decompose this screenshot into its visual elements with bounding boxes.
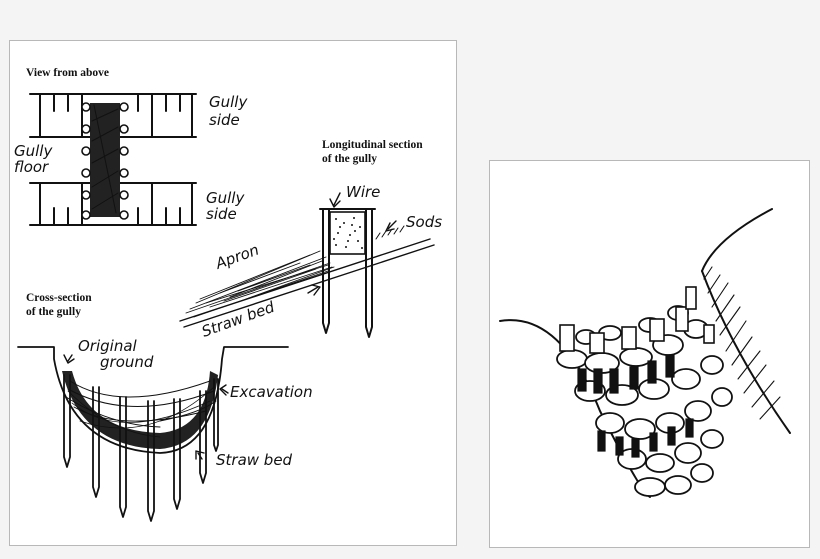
gully-top-edge <box>701 208 773 272</box>
longitudinal-stakes <box>319 208 376 338</box>
gully-right-bank <box>701 270 791 434</box>
straw-strands <box>65 380 217 428</box>
original-ground-label-2: ground <box>100 353 154 371</box>
sods-label: Sods <box>406 213 442 231</box>
stone-diagram-canvas <box>499 208 791 498</box>
apron-straw <box>185 250 335 318</box>
gully-side-top-label-1: Gully <box>209 93 248 111</box>
slope-lines <box>179 238 435 328</box>
gully-side-bottom-label-1: Gully <box>206 189 245 207</box>
original-ground-label-1: Original <box>78 337 138 355</box>
longitudinal-label-2: of the gully <box>322 153 377 165</box>
diagram-canvas: View from above <box>14 67 442 522</box>
gully-floor-label-1: Gully <box>14 142 53 160</box>
cross-section-label-1: Cross-section <box>26 292 92 304</box>
excavation-label: Excavation <box>230 383 313 401</box>
longitudinal-section: Longitudinal section of the gully <box>179 139 442 341</box>
gully-side-top-hatch <box>29 93 197 138</box>
gully-side-bottom-hatch <box>29 182 197 226</box>
sods-ticks <box>375 225 405 240</box>
bale-texture <box>333 217 363 249</box>
gully-side-top-label-2: side <box>209 111 240 129</box>
cross-section: Cross-section of the gully <box>17 292 313 522</box>
cross-section-label-2: of the gully <box>26 306 81 318</box>
straw-bed-cross-label: Straw bed <box>216 451 293 469</box>
gully-side-bottom-label-2: side <box>206 205 237 223</box>
ground-profile <box>17 346 289 454</box>
longitudinal-label-1: Longitudinal section <box>322 139 423 151</box>
straw-bed-fill <box>62 371 218 449</box>
view-from-above-label: View from above <box>26 67 109 79</box>
apron-label: Apron <box>212 241 261 274</box>
straw-bale-section <box>329 211 366 255</box>
cross-stakes <box>63 374 219 522</box>
stone-check-dam-diagram <box>489 160 810 548</box>
straw-bale-plan <box>81 102 129 220</box>
wire-label: Wire <box>346 183 380 201</box>
straw-bale-check-dam-diagram: View from above <box>9 40 457 546</box>
annotation-arrows <box>307 192 397 296</box>
plan-view: View from above <box>14 67 248 226</box>
bank-hatching <box>703 266 781 420</box>
cross-arrows <box>63 354 229 460</box>
wooden-posts <box>559 286 715 458</box>
gully-floor-label-2: floor <box>14 158 49 176</box>
